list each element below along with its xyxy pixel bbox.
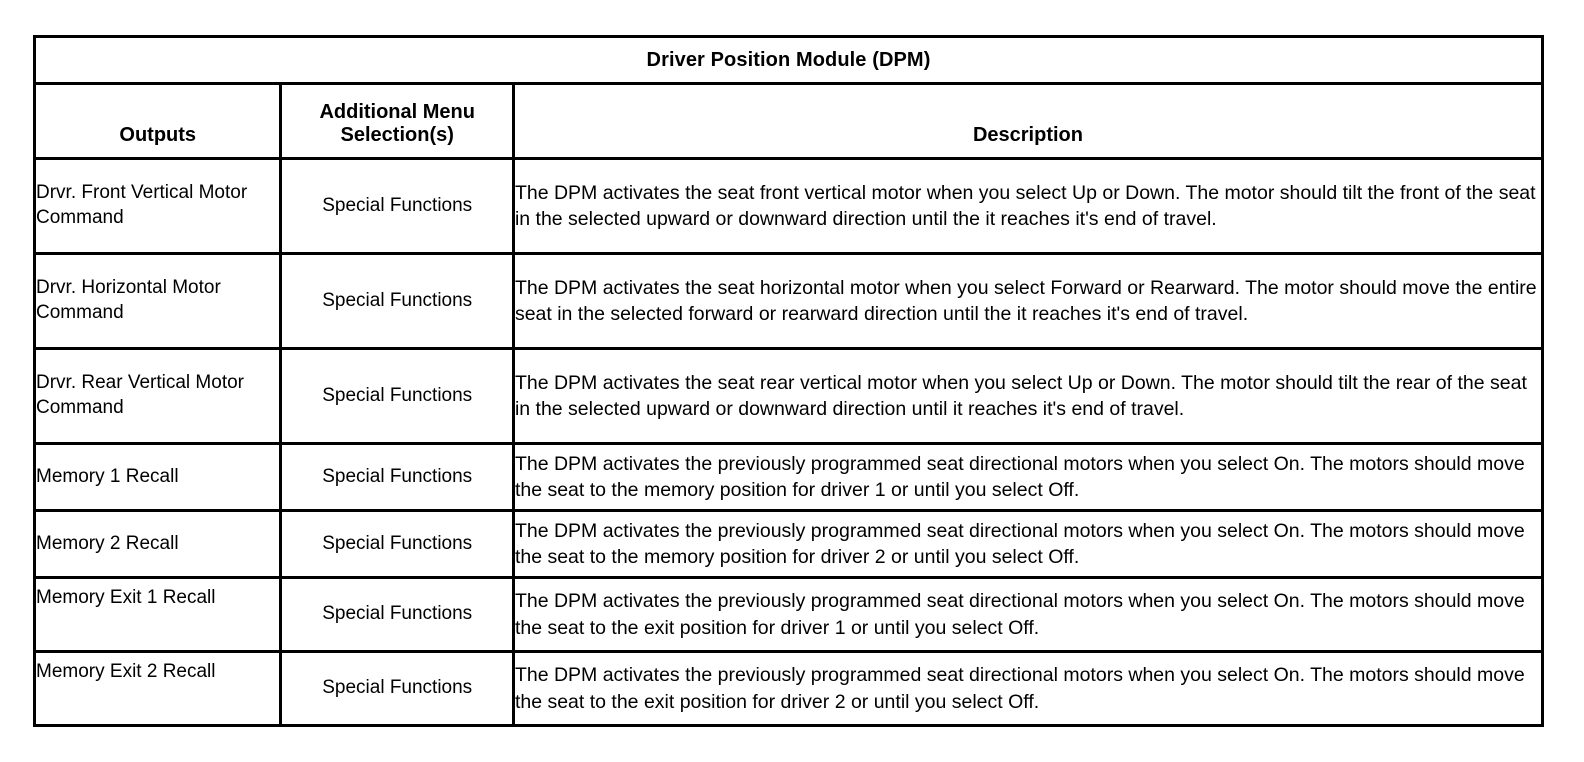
column-header-outputs: Outputs	[32, 82, 283, 160]
cell-output: Memory Exit 1 Recall	[32, 576, 283, 653]
cell-output: Drvr. Front Vertical Motor Command	[32, 157, 283, 255]
cell-additional-menu: Special Functions	[279, 157, 515, 255]
cell-description: The DPM activates the previously program…	[511, 442, 1545, 512]
driver-position-module-table: Driver Position Module (DPM) Outputs Add…	[32, 35, 1545, 727]
table-title-row: Driver Position Module (DPM)	[33, 35, 1544, 85]
table-header-row: Outputs Additional Menu Selection(s) Des…	[32, 82, 1545, 160]
table-row: Memory Exit 1 Recall Special Functions T…	[32, 576, 1545, 653]
cell-output: Drvr. Rear Vertical Motor Command	[32, 347, 283, 445]
cell-description: The DPM activates the previously program…	[511, 650, 1545, 727]
cell-additional-menu: Special Functions	[279, 252, 515, 350]
table-row: Memory 1 Recall Special Functions The DP…	[32, 442, 1545, 512]
column-header-additional-menu-line2: Selection(s)	[340, 124, 454, 147]
cell-description: The DPM activates the previously program…	[511, 576, 1545, 653]
table-row: Drvr. Horizontal Motor Command Special F…	[32, 252, 1545, 350]
cell-additional-menu: Special Functions	[279, 442, 515, 512]
cell-description: The DPM activates the seat rear vertical…	[511, 347, 1545, 445]
cell-description: The DPM activates the seat front vertica…	[511, 157, 1545, 255]
column-header-additional-menu: Additional Menu Selection(s)	[279, 82, 515, 160]
cell-output: Memory 2 Recall	[32, 509, 283, 579]
cell-additional-menu: Special Functions	[279, 576, 515, 653]
cell-output: Memory 1 Recall	[32, 442, 283, 512]
cell-output: Memory Exit 2 Recall	[32, 650, 283, 727]
cell-description: The DPM activates the previously program…	[511, 509, 1545, 579]
table-title: Driver Position Module (DPM)	[33, 35, 1544, 85]
table-row: Drvr. Front Vertical Motor Command Speci…	[32, 157, 1545, 255]
cell-output: Drvr. Horizontal Motor Command	[32, 252, 283, 350]
cell-additional-menu: Special Functions	[279, 509, 515, 579]
table-row: Drvr. Rear Vertical Motor Command Specia…	[32, 347, 1545, 445]
cell-additional-menu: Special Functions	[279, 347, 515, 445]
column-header-description: Description	[511, 82, 1545, 160]
table-row: Memory 2 Recall Special Functions The DP…	[32, 509, 1545, 579]
cell-additional-menu: Special Functions	[279, 650, 515, 727]
table-row: Memory Exit 2 Recall Special Functions T…	[32, 650, 1545, 727]
column-header-additional-menu-line1: Additional Menu	[319, 100, 475, 123]
cell-description: The DPM activates the seat horizontal mo…	[511, 252, 1545, 350]
